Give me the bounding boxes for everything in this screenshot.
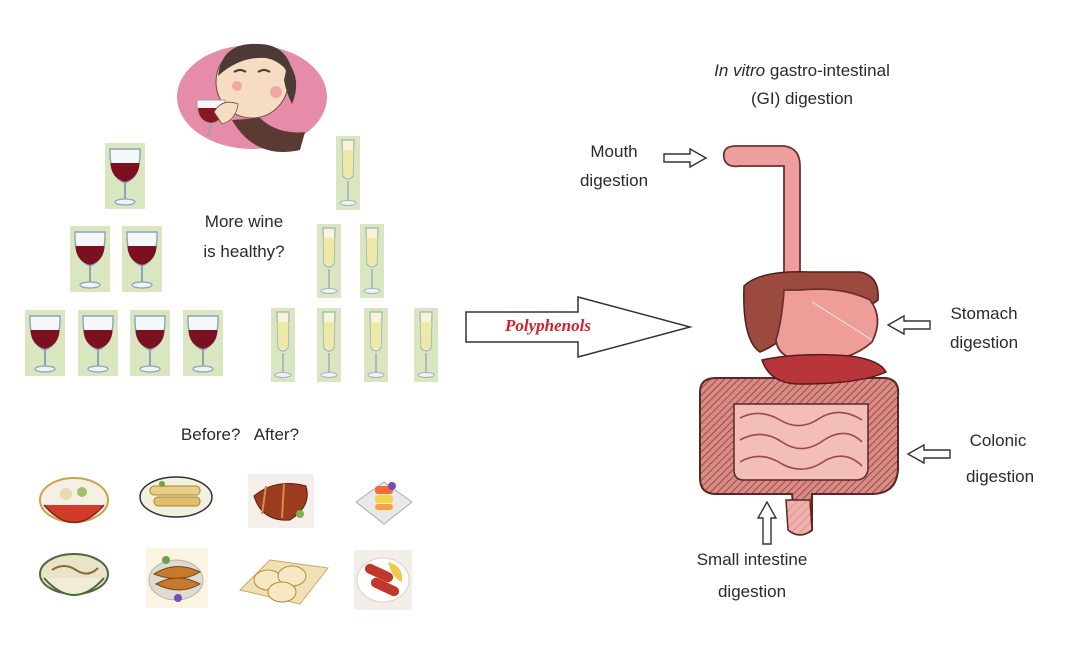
- colonic-arrow-icon: [907, 444, 951, 464]
- spring-rolls-icon: [139, 476, 213, 518]
- before-after-label: Before? After?: [180, 425, 300, 444]
- digestive-system-illustration: [699, 145, 900, 536]
- question-line2: is healthy?: [203, 242, 285, 261]
- question-line1: More wine: [204, 212, 284, 231]
- mouth-arrow-icon: [663, 148, 707, 168]
- title-italic: In vitro: [714, 61, 766, 80]
- mouth-label-line1: Mouth: [590, 142, 638, 161]
- small-intestine-label-line1: Small intestine: [696, 550, 808, 569]
- mouth-label-line2: digestion: [579, 171, 649, 190]
- rice-bowl-icon: [39, 477, 109, 524]
- stomach-arrow-icon: [887, 315, 931, 335]
- polyphenols-arrow: [465, 296, 693, 358]
- colonic-label-line2: digestion: [965, 467, 1035, 486]
- wine-drinker-illustration: [177, 43, 327, 152]
- small-intestine-arrow-icon: [757, 501, 777, 545]
- dumplings-icon: [239, 559, 329, 605]
- stomach-label-line2: digestion: [949, 333, 1019, 352]
- fried-fish-icon: [146, 548, 208, 608]
- diagram-title: In vitro gastro-intestinal: [660, 56, 944, 86]
- small-intestine-label-line2: digestion: [717, 582, 787, 601]
- food-icons: [39, 474, 413, 610]
- polyphenols-label: Polyphenols: [505, 316, 591, 335]
- title-rest: gastro-intestinal: [765, 61, 890, 80]
- roast-ribs-icon: [248, 474, 314, 528]
- colonic-label-line1: Colonic: [969, 431, 1027, 450]
- sausage-plate-icon: [354, 550, 412, 610]
- noodle-bowl-icon: [39, 553, 109, 596]
- layered-dessert-icon: [355, 481, 413, 525]
- diagram-title-line2: (GI) digestion: [750, 89, 854, 108]
- stomach-label-line1: Stomach: [950, 304, 1018, 323]
